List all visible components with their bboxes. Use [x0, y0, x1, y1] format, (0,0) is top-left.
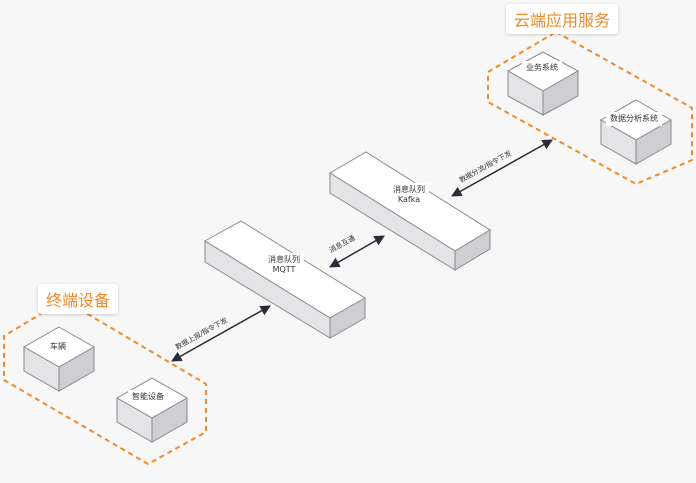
- kafka-label-line2: Kafka: [397, 195, 421, 204]
- device-mqtt-arrow: [171, 305, 271, 362]
- mqtt-kafka-arrow: [329, 235, 385, 268]
- smart-device-cube: [115, 377, 189, 443]
- cloud-group-title: 云端应用服务: [506, 4, 619, 34]
- vehicle-label: 车辆: [46, 340, 70, 354]
- edge-group-title: 终端设备: [38, 284, 119, 314]
- analytics-system-label: 数据分析系统: [606, 112, 662, 126]
- analytics-cube: [599, 99, 673, 165]
- mqtt-label: 消息队列 MQTT: [264, 253, 304, 277]
- mqtt-label-line2: MQTT: [272, 265, 296, 274]
- vehicle-cube: [22, 326, 96, 392]
- kafka-label: 消息队列 Kafka: [389, 183, 429, 207]
- mqtt-label-line1: 消息队列: [268, 255, 300, 264]
- smart-device-label: 智能设备: [128, 390, 168, 404]
- edge-group-border: [3, 298, 207, 466]
- business-system-label: 业务系统: [522, 61, 562, 75]
- kafka-label-line1: 消息队列: [393, 185, 425, 194]
- kafka-cloud-arrow: [451, 139, 553, 197]
- kafka-box: [329, 151, 491, 271]
- cloud-group-border: [487, 30, 693, 186]
